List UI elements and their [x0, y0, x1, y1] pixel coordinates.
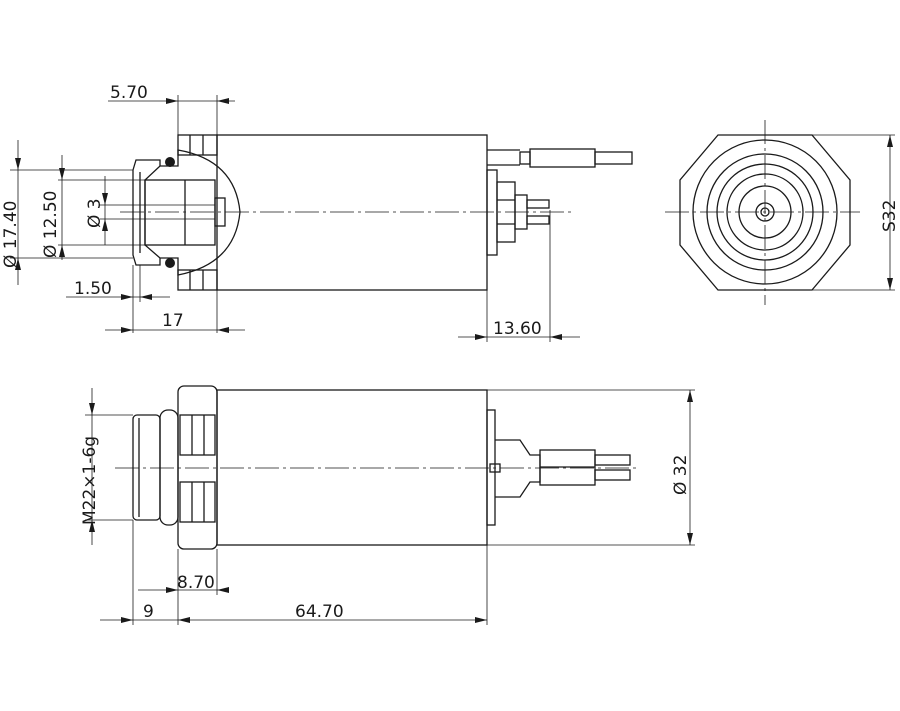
dim-bore-diameter: Ø 3: [85, 198, 105, 228]
o-ring-top: [165, 157, 175, 167]
dim-flange-width: 5.70: [110, 83, 148, 103]
dim-seal-diameter: Ø 17.40: [1, 201, 21, 268]
dim-thread: M22×1-6g: [80, 436, 100, 525]
dim-inner-diameter: Ø 12.50: [41, 191, 61, 258]
dim-thread-length: 9: [143, 602, 154, 622]
side-view: [115, 385, 640, 550]
o-ring-bottom: [165, 258, 175, 268]
hex-nut: [177, 385, 218, 550]
dimensions-top: 5.70 Ø 17.40 Ø 12.50 Ø 3 1.50 17 13.60: [1, 83, 580, 342]
dome-section: [144, 149, 241, 276]
dim-connector-length: 13.60: [493, 319, 542, 339]
fitting: [132, 159, 161, 266]
section-view: [120, 134, 633, 291]
cable-sleeve: [529, 148, 596, 168]
end-view: S32: [665, 120, 900, 305]
sensor-body-side: [216, 389, 488, 546]
dim-fitting-length: 17: [162, 311, 184, 331]
dim-hex-size: S32: [880, 200, 900, 232]
dimensions-side: M22×1-6g Ø 32 8.70 9 64.70: [80, 388, 695, 625]
dim-body-diameter: Ø 32: [671, 455, 691, 495]
dim-chamfer: 1.50: [74, 279, 112, 299]
dim-nut-width: 8.70: [177, 573, 215, 593]
sensor-body: [216, 134, 488, 291]
dim-body-length: 64.70: [295, 602, 344, 622]
thread-fitting: [132, 414, 161, 521]
